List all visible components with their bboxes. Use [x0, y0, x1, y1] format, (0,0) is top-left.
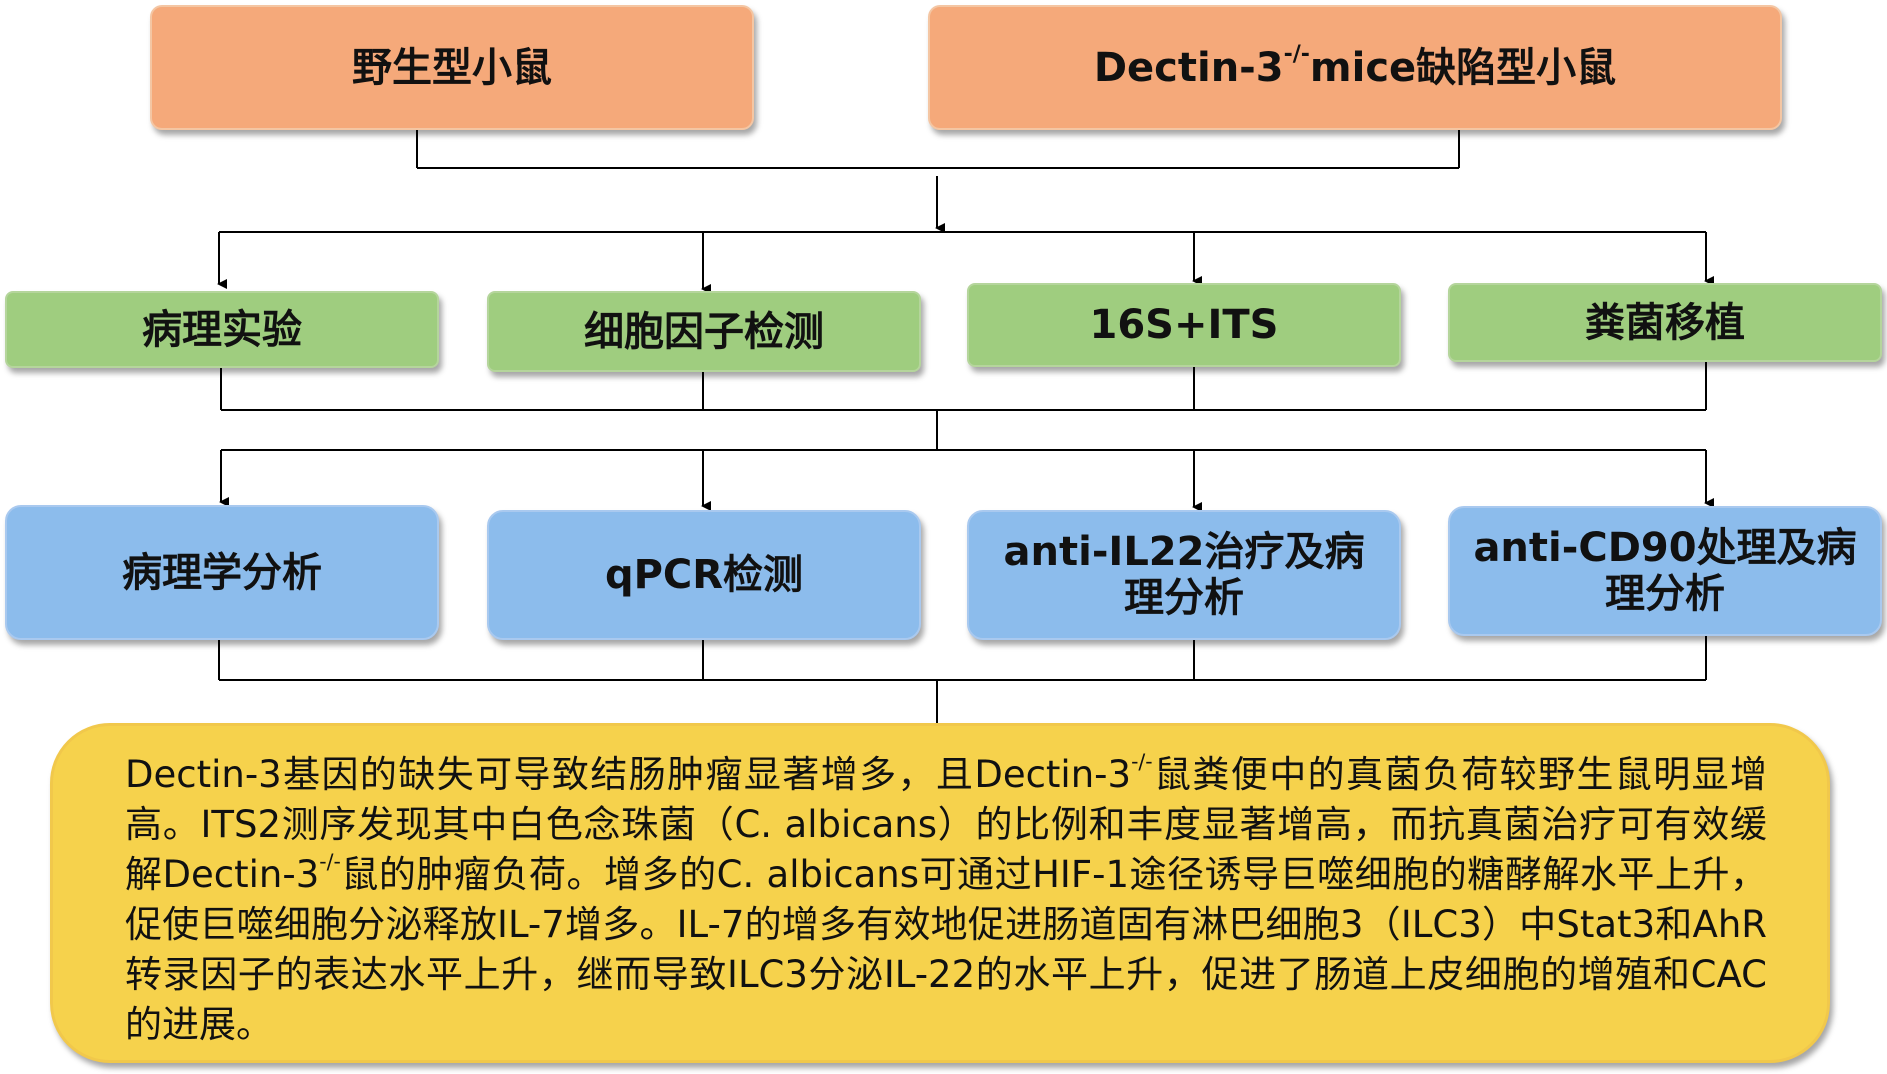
- dectin3-knockout-mice-label: Dectin-3-/-mice缺陷型小鼠: [1093, 41, 1617, 91]
- anti-cd90-treatment-box: anti-CD90处理及病理分析: [1448, 506, 1882, 636]
- fecal-microbiota-transplant-label: 粪菌移植: [1585, 299, 1745, 346]
- dectin3-knockout-mice-box: Dectin-3-/-mice缺陷型小鼠: [928, 5, 1782, 130]
- pathology-experiment-box: 病理实验: [5, 291, 439, 368]
- summary-text: Dectin-3基因的缺失可导致结肠肿瘤显著增多，且Dectin-3-/-鼠粪便…: [125, 749, 1768, 1046]
- qpcr-detection-box: qPCR检测: [487, 510, 921, 640]
- pathology-analysis-box: 病理学分析: [5, 505, 439, 640]
- qpcr-detection-label: qPCR检测: [604, 552, 804, 598]
- anti-il22-treatment-box: anti-IL22治疗及病理分析: [967, 510, 1401, 640]
- wild-type-mice-box: 野生型小鼠: [150, 5, 754, 130]
- fecal-microbiota-transplant-box: 粪菌移植: [1448, 283, 1882, 362]
- pathology-analysis-label: 病理学分析: [122, 549, 322, 596]
- anti-cd90-treatment-label: anti-CD90处理及病理分析: [1473, 525, 1857, 617]
- summary-box: Dectin-3基因的缺失可导致结肠肿瘤显著增多，且Dectin-3-/-鼠粪便…: [50, 723, 1830, 1063]
- 16s-its-box: 16S+ITS: [967, 283, 1401, 367]
- cytokine-detection-label: 细胞因子检测: [584, 308, 824, 355]
- 16s-its-label: 16S+ITS: [1089, 302, 1279, 348]
- anti-il22-treatment-label: anti-IL22治疗及病理分析: [1003, 529, 1365, 621]
- cytokine-detection-box: 细胞因子检测: [487, 291, 921, 372]
- wild-type-mice-label: 野生型小鼠: [352, 44, 552, 91]
- pathology-experiment-label: 病理实验: [142, 306, 302, 353]
